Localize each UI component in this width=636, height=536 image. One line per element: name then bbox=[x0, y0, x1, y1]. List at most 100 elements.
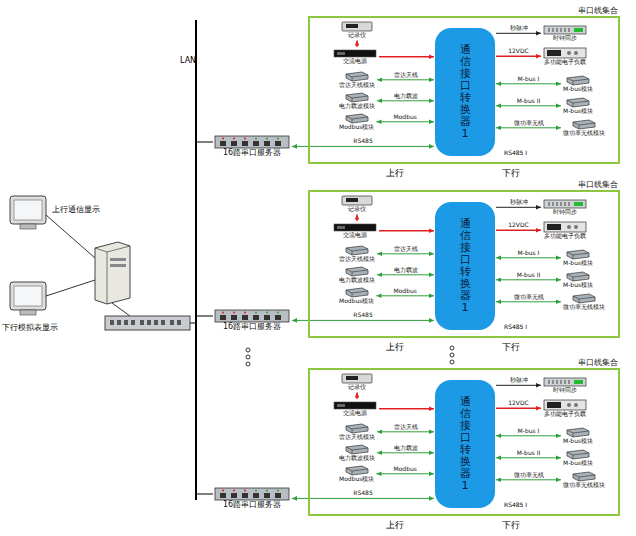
node-label: 时钟同步 bbox=[553, 209, 577, 216]
node-label: Modbus模块 bbox=[339, 476, 374, 483]
rack-device-icon bbox=[543, 25, 587, 35]
module-icon bbox=[565, 75, 591, 86]
cable bbox=[46, 215, 95, 258]
node-label: 雷达天线模块 bbox=[339, 256, 375, 263]
text-label: 下行模拟表显示 bbox=[2, 322, 58, 333]
lan-tap bbox=[196, 316, 213, 317]
serial-server: 16路串口服务器 bbox=[213, 486, 291, 511]
connector bbox=[379, 230, 434, 231]
text-label: RS485 I bbox=[504, 323, 527, 330]
arrow-head bbox=[377, 429, 382, 434]
connector-label: 12VDC bbox=[507, 400, 530, 406]
power-supply-icon bbox=[333, 223, 377, 232]
text-label: 下行 bbox=[502, 167, 520, 180]
text-label: 上行 bbox=[386, 167, 404, 180]
node-label: 时钟同步 bbox=[553, 35, 577, 42]
connector bbox=[377, 274, 434, 275]
arrow-head bbox=[292, 318, 297, 323]
arrow-head bbox=[429, 272, 434, 277]
connector-label: M-bus I bbox=[517, 250, 541, 256]
connector bbox=[496, 230, 541, 231]
node-label: 电力载波模块 bbox=[339, 455, 375, 462]
connector bbox=[292, 146, 434, 147]
module-icon bbox=[565, 271, 591, 282]
module-device: Modbus模块 bbox=[338, 112, 375, 132]
text-label: 上行通信显示 bbox=[52, 204, 100, 215]
module-icon bbox=[571, 293, 597, 304]
module-icon bbox=[571, 119, 597, 130]
module-device: M-bus模块 bbox=[562, 74, 594, 94]
arrow-head bbox=[536, 31, 541, 36]
arrow-head bbox=[556, 455, 561, 460]
arrow-head bbox=[556, 299, 561, 304]
connector bbox=[377, 253, 434, 254]
ellipsis-dots bbox=[246, 346, 454, 366]
module-device: 微功率无线模块 bbox=[562, 470, 606, 490]
arrow-head bbox=[429, 293, 434, 298]
text-label: 下行 bbox=[502, 341, 520, 354]
module-device: 电力载波模块 bbox=[338, 443, 376, 463]
connector-label: 12VDC bbox=[507, 222, 530, 228]
module-icon bbox=[565, 97, 591, 108]
text-label: 下行 bbox=[502, 519, 520, 532]
arrow-head bbox=[429, 450, 434, 455]
connector-label: Modbus bbox=[393, 114, 418, 120]
arrow-head bbox=[429, 471, 434, 476]
module-icon bbox=[571, 471, 597, 482]
node-label: 通信接口转换器1 bbox=[460, 218, 471, 315]
connector bbox=[496, 457, 561, 458]
arrow-head bbox=[429, 406, 434, 411]
node-label: Modbus模块 bbox=[339, 124, 374, 131]
node-label: 记录仪 bbox=[348, 32, 366, 39]
arrow-head bbox=[355, 41, 360, 46]
connector-label: 12VDC bbox=[507, 48, 530, 54]
module-device: M-bus模块 bbox=[562, 448, 594, 468]
arrow-head bbox=[556, 255, 561, 260]
connector-label: M-bus I bbox=[517, 428, 541, 434]
connector bbox=[377, 452, 434, 453]
power-supply-icon bbox=[333, 401, 377, 410]
connector-label: 微功率无线 bbox=[513, 120, 545, 126]
connector-label: 雷达天线 bbox=[393, 424, 419, 430]
arrow-head bbox=[429, 54, 434, 59]
arrow-head bbox=[496, 277, 501, 282]
module-icon bbox=[344, 423, 370, 434]
connector bbox=[496, 435, 561, 436]
connector-label: M-bus II bbox=[516, 98, 542, 104]
connector bbox=[496, 56, 541, 57]
arrow-head bbox=[292, 496, 297, 501]
arrow-head bbox=[536, 54, 541, 59]
recorder-icon bbox=[341, 195, 373, 206]
arrow-head bbox=[556, 103, 561, 108]
node-label: 串口线集合 bbox=[578, 179, 618, 190]
arrow-head bbox=[536, 406, 541, 411]
arrow-head bbox=[292, 144, 297, 149]
connector-label: 微功率无线 bbox=[513, 472, 545, 478]
node-label: 通信接口转换器1 bbox=[460, 396, 471, 493]
monitor-icon bbox=[10, 282, 46, 315]
arrow-head bbox=[496, 299, 501, 304]
arrow-head bbox=[496, 477, 501, 482]
arrow-head bbox=[429, 496, 434, 501]
arrow-head bbox=[376, 119, 381, 124]
recorder-device: 记录仪 bbox=[340, 194, 374, 214]
node-label: 时钟同步 bbox=[553, 387, 577, 394]
power-supply-icon bbox=[333, 49, 377, 58]
connector bbox=[496, 301, 561, 302]
arrow-head bbox=[429, 144, 434, 149]
text-label: RS485 I bbox=[504, 501, 527, 508]
module-icon bbox=[344, 287, 370, 298]
arrow-head bbox=[377, 251, 382, 256]
connector-label: 电力载波 bbox=[393, 445, 419, 451]
connector-label: 雷达天线 bbox=[393, 72, 419, 78]
connector-label: RS485 bbox=[352, 490, 373, 496]
connector bbox=[496, 83, 561, 84]
connector bbox=[496, 279, 561, 280]
module-device: M-bus模块 bbox=[562, 270, 594, 290]
module-device: 雷达天线模块 bbox=[338, 244, 376, 264]
electronic-load-icon bbox=[543, 399, 587, 411]
node-label: 微功率无线模块 bbox=[563, 482, 605, 489]
node-label: 记录仪 bbox=[348, 384, 366, 391]
lan-bus bbox=[195, 20, 197, 500]
